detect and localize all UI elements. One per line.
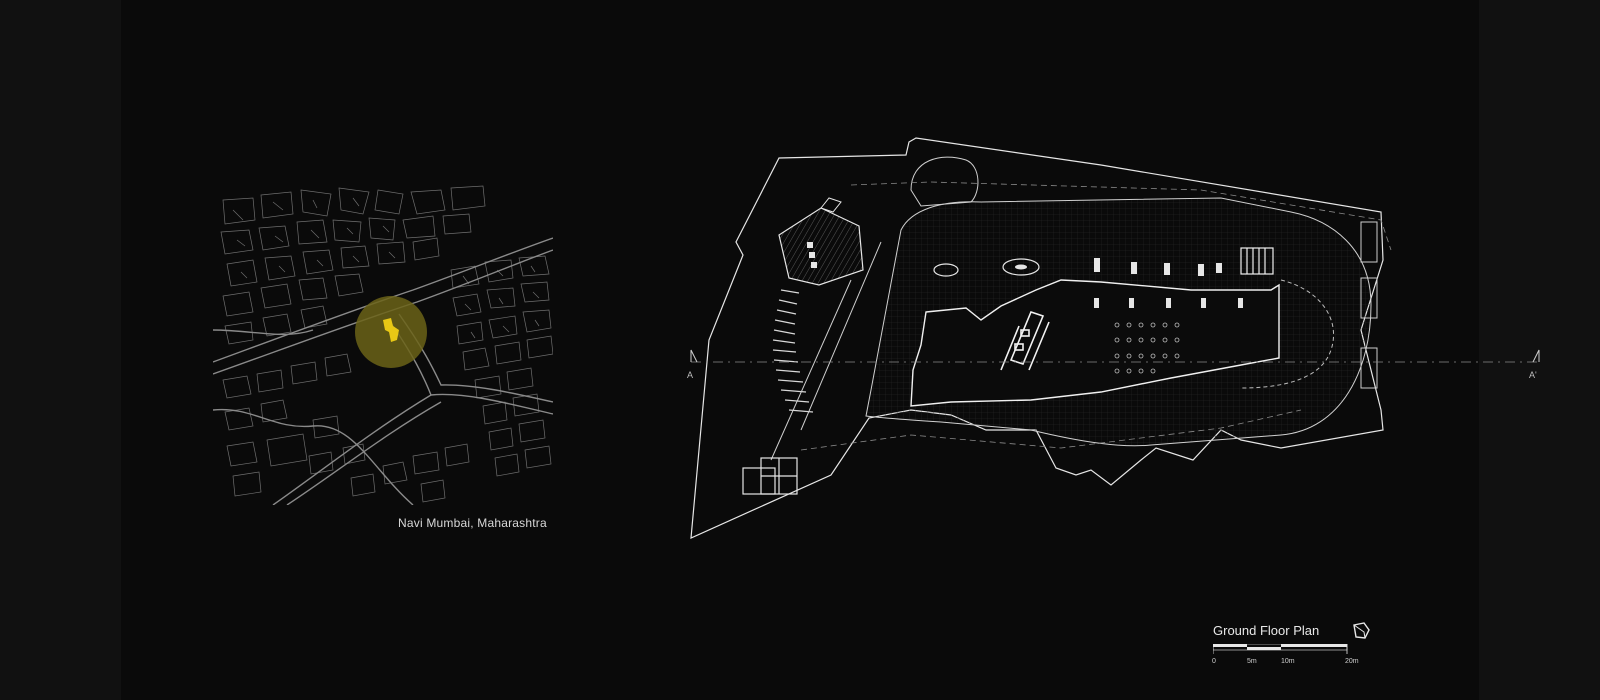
building-footprint bbox=[910, 279, 1280, 407]
main-roads bbox=[213, 237, 553, 505]
section-marker-right bbox=[1532, 349, 1540, 363]
section-label-right: A' bbox=[1529, 370, 1537, 380]
entry-kiosk bbox=[742, 457, 798, 495]
access-path-edge bbox=[800, 241, 882, 431]
scale-label-10m: 10m bbox=[1281, 658, 1295, 665]
scale-label-20m: 20m bbox=[1345, 658, 1359, 665]
access-path bbox=[770, 279, 852, 461]
diagonal-road bbox=[272, 394, 432, 505]
central-spine bbox=[1000, 311, 1050, 371]
scale-label-0: 0 bbox=[1212, 658, 1216, 665]
dropoff-circle bbox=[910, 156, 979, 207]
stepped-ramp bbox=[772, 289, 814, 413]
urban-fabric-northwest bbox=[220, 185, 486, 345]
location-label: Navi Mumbai, Maharashtra bbox=[398, 516, 547, 530]
cafe-seating bbox=[1114, 322, 1180, 374]
oval-fountain-inner bbox=[1015, 264, 1027, 270]
stair-core bbox=[1240, 247, 1274, 275]
scale-label-5m: 5m bbox=[1247, 658, 1257, 665]
structural-columns bbox=[1094, 258, 1243, 308]
parking-bays bbox=[1360, 221, 1378, 389]
oval-fountain bbox=[1002, 258, 1040, 276]
north-arrow-icon bbox=[1353, 622, 1370, 639]
dashed-setback bbox=[850, 181, 1392, 251]
plan-legend: Ground Floor Plan 0 5m 10m 20m bbox=[1201, 620, 1401, 670]
scale-bar bbox=[1213, 644, 1348, 654]
diagonal-road-edge bbox=[286, 401, 442, 505]
plan-title: Ground Floor Plan bbox=[1213, 623, 1320, 638]
section-label-left: A bbox=[687, 370, 693, 380]
dashed-setback-south bbox=[800, 409, 1302, 451]
urban-fabric-southwest bbox=[222, 353, 470, 503]
highway-road-edge bbox=[213, 249, 553, 375]
oval-seating bbox=[933, 263, 959, 277]
site-location-map bbox=[213, 185, 553, 505]
presentation-board: Navi Mumbai, Maharashtra bbox=[121, 0, 1541, 700]
urban-fabric-east bbox=[450, 255, 553, 477]
section-marker-left bbox=[690, 349, 698, 363]
highway-road bbox=[213, 237, 553, 363]
amphitheatre-block bbox=[778, 197, 864, 286]
left-margin-band bbox=[0, 0, 121, 700]
ring-road bbox=[213, 329, 414, 505]
ground-floor-plan-drawing: A A' bbox=[687, 137, 1541, 539]
site-highlight-footprint bbox=[383, 318, 399, 342]
